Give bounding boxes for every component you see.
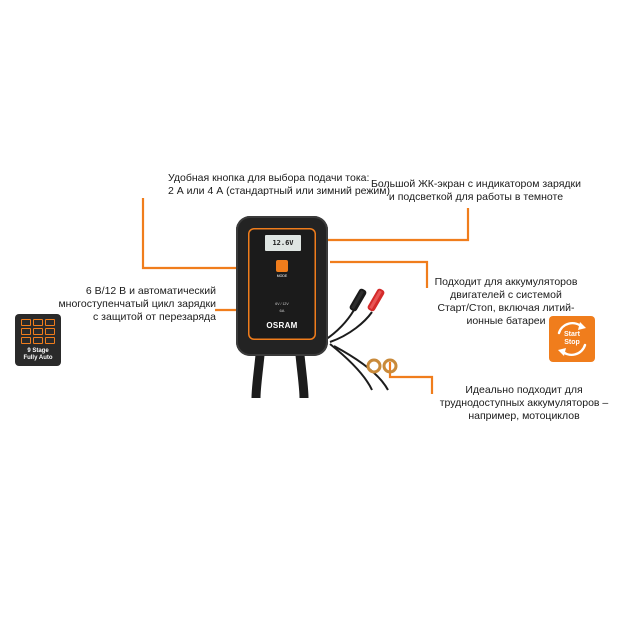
callout-start-stop: Подходит для аккумуляторов двигателей с … xyxy=(420,276,592,328)
black-crocodile-clamp xyxy=(349,288,367,312)
ring-cable-1 xyxy=(329,343,373,391)
callout-start-stop-line1: Подходит для аккумуляторов xyxy=(434,276,578,288)
start-stop-badge-text: Start Stop xyxy=(549,331,595,347)
ring-terminal-left xyxy=(366,358,382,374)
device-brand-logo: OSRAM xyxy=(266,321,298,330)
device-lcd-screen: 12.6V xyxy=(265,235,301,251)
nine-stage-grid-icon xyxy=(21,319,55,345)
callout-charging-cycle-line3: с защитой от перезаряда xyxy=(93,311,216,323)
callout-start-stop-line3: Старт/Стоп, включая литий- xyxy=(437,302,575,314)
callout-motorcycle: Идеально подходит для труднодоступных ак… xyxy=(438,384,610,423)
callout-mode-button-line1: Удобная кнопка для выбора подачи тока: xyxy=(168,172,370,184)
device-front-panel: 12.6V MODE 6V / 12V 6A OSRAM xyxy=(248,228,316,340)
leader-lcd xyxy=(306,208,470,242)
callout-motorcycle-line1: Идеально подходит для xyxy=(465,384,583,396)
callout-start-stop-line2: двигателей с системой xyxy=(450,289,562,301)
power-cord-left xyxy=(251,354,265,399)
ring-terminal-right xyxy=(382,358,398,374)
leader-motorcycle xyxy=(388,362,434,394)
nine-stage-badge-line1: 9 Stage xyxy=(27,348,49,354)
start-stop-badge-line2: Stop xyxy=(564,339,580,346)
nine-stage-badge-text: 9 Stage Fully Auto xyxy=(15,348,61,362)
device-voltage-spec: 6V / 12V xyxy=(275,302,289,306)
callout-charging-cycle: 6 В/12 В и автоматический многоступенчат… xyxy=(38,285,216,324)
start-stop-badge: Start Stop xyxy=(549,316,595,362)
charger-cables xyxy=(251,288,398,399)
leader-start-stop xyxy=(330,260,429,288)
nine-stage-badge: 9 Stage Fully Auto xyxy=(15,314,61,366)
callout-motorcycle-line2: труднодоступных аккумуляторов – xyxy=(439,397,609,409)
callout-start-stop-line4: ионные батареи xyxy=(466,315,546,327)
callout-lcd-line2: и подсветкой для работы в темноте xyxy=(388,191,564,203)
start-stop-cycle-icon xyxy=(557,321,587,357)
callout-mode-button: Удобная кнопка для выбора подачи тока: 2… xyxy=(168,172,390,198)
red-crocodile-clamp xyxy=(367,288,385,312)
callout-mode-button-line2: 2 А или 4 А (стандартный или зимний режи… xyxy=(168,185,391,197)
callout-charging-cycle-line2: многоступенчатый цикл зарядки xyxy=(58,298,216,310)
start-stop-badge-line1: Start xyxy=(564,331,580,338)
clamp-cable-red xyxy=(329,311,373,343)
nine-stage-badge-line2: Fully Auto xyxy=(23,355,53,361)
battery-charger-device: 12.6V MODE 6V / 12V 6A OSRAM xyxy=(236,216,328,356)
device-current-spec: 6A xyxy=(279,308,285,313)
mode-button-label: MODE xyxy=(276,274,288,278)
mode-button[interactable] xyxy=(276,260,288,272)
callout-motorcycle-line3: например, мотоциклов xyxy=(468,410,580,422)
callout-lcd-line1: Большой ЖК-экран с индикатором зарядки xyxy=(370,178,582,190)
callout-charging-cycle-line1: 6 В/12 В и автоматический xyxy=(85,285,216,297)
power-cord-right xyxy=(295,354,309,399)
callout-lcd: Большой ЖК-экран с индикатором зарядки и… xyxy=(366,178,586,204)
leader-mode-button xyxy=(141,198,262,270)
clamp-cable-black xyxy=(324,309,355,341)
